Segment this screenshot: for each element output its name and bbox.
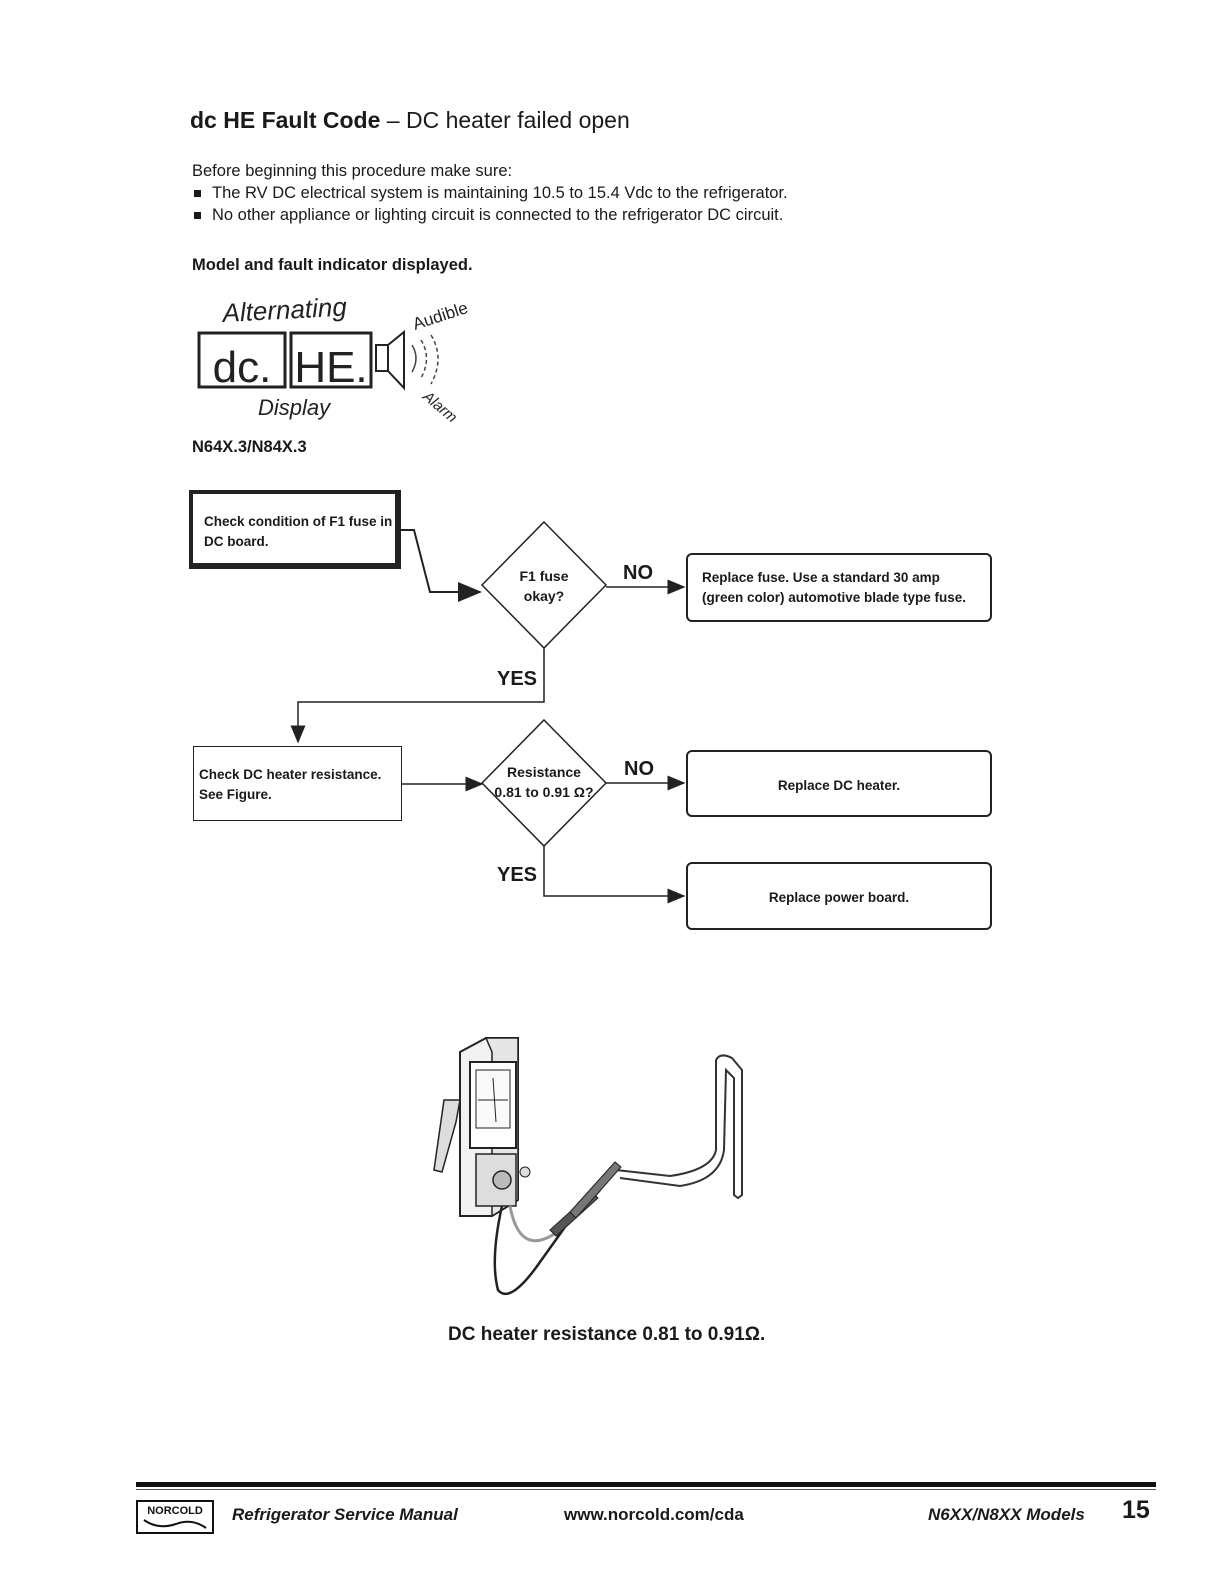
page-number: 15	[1122, 1496, 1150, 1524]
intro-bullet-list: The RV DC electrical system is maintaini…	[192, 182, 788, 226]
display-label: Display	[258, 395, 332, 420]
model-number: N64X.3/N84X.3	[192, 438, 307, 456]
footer-rule-thin	[136, 1489, 1156, 1490]
no-label-2: NO	[624, 758, 654, 780]
no-label-1: NO	[623, 562, 653, 584]
resistance-question-line: 0.81 to 0.91 Ω?	[494, 784, 594, 800]
section-heading: Model and fault indicator displayed.	[192, 256, 473, 274]
intro-lead: Before beginning this procedure make sur…	[192, 162, 513, 180]
figure-caption: DC heater resistance 0.81 to 0.91Ω.	[448, 1324, 766, 1345]
replace-board-box: Replace power board.	[686, 862, 992, 930]
footer-models: N6XX/N8XX Models	[928, 1505, 1085, 1524]
replace-heater-box: Replace DC heater.	[686, 750, 992, 817]
fuse-question: F1 fuse okay?	[494, 566, 594, 606]
check-fuse-box: Check condition of F1 fuse in DC board.	[191, 492, 397, 565]
yes-label-1: YES	[497, 668, 538, 690]
display-digit-box-2	[289, 331, 373, 389]
resistance-question-line: Resistance	[507, 764, 581, 780]
resistance-question: Resistance 0.81 to 0.91 Ω?	[486, 762, 602, 802]
probe-2	[569, 1161, 622, 1219]
page-title-rest: – DC heater failed open	[380, 107, 630, 133]
black-lead	[493, 1205, 572, 1296]
flowchart-connectors	[189, 490, 686, 904]
yes-label-2: YES	[497, 864, 538, 886]
multimeter-body	[433, 1037, 531, 1218]
speaker-icon	[375, 329, 439, 391]
page-title-bold: dc HE Fault Code	[190, 107, 381, 133]
fuse-question-line: okay?	[523, 588, 565, 604]
intro-bullet: The RV DC electrical system is maintaini…	[192, 182, 788, 204]
logo-text: NORCOLD	[147, 1505, 203, 1517]
check-heater-box: Check DC heater resistance. See Figure.	[193, 746, 402, 821]
fuse-question-line: F1 fuse	[519, 568, 569, 584]
norcold-logo: NORCOLD	[136, 1500, 214, 1534]
alternating-label: Alternating	[220, 291, 348, 328]
display-digit-box-1	[197, 331, 287, 389]
display-code-1: dc.	[213, 343, 272, 392]
footer-url[interactable]: www.norcold.com/cda	[564, 1505, 744, 1524]
intro-bullet: No other appliance or lighting circuit i…	[192, 204, 788, 226]
multimeter-illustration	[433, 1037, 743, 1296]
page-title: dc HE Fault Code – DC heater failed open	[190, 107, 630, 134]
heater-element	[619, 1054, 743, 1200]
replace-fuse-box: Replace fuse. Use a standard 30 amp (gre…	[686, 553, 992, 622]
fault-display-illustration: Alternating dc. HE. Audible Alarm Displa…	[197, 291, 470, 426]
display-code-2: HE.	[294, 343, 367, 392]
footer-manual-title: Refrigerator Service Manual	[232, 1505, 458, 1524]
intro-section: Before beginning this procedure make sur…	[192, 160, 788, 226]
footer-rule-thick	[136, 1482, 1156, 1487]
